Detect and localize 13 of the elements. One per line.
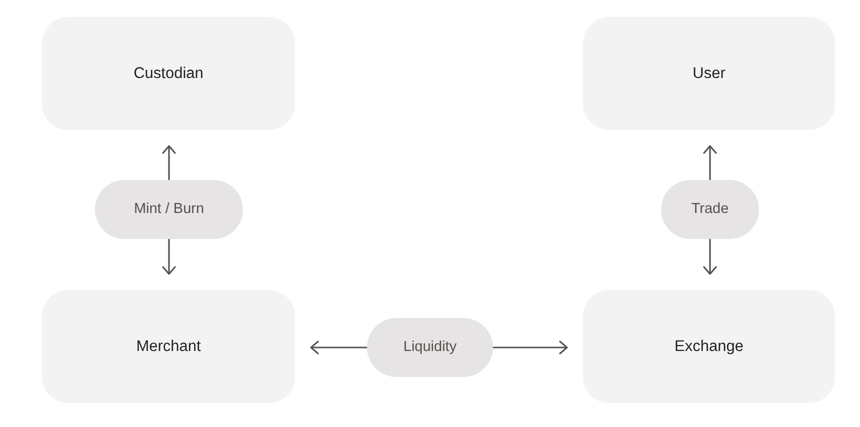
arrow	[493, 340, 568, 354]
node-title: User	[692, 64, 726, 84]
action-label: Mint / Burn	[134, 200, 204, 219]
action-label: Liquidity	[403, 338, 457, 357]
arrow	[310, 340, 367, 354]
node-title: Exchange	[674, 336, 744, 356]
arrow	[703, 145, 717, 180]
node-title: Merchant	[136, 336, 201, 356]
arrow	[703, 239, 717, 275]
arrow	[162, 239, 176, 275]
node-title: Custodian	[134, 64, 204, 84]
arrow	[162, 145, 176, 180]
action-label: Trade	[691, 200, 729, 219]
